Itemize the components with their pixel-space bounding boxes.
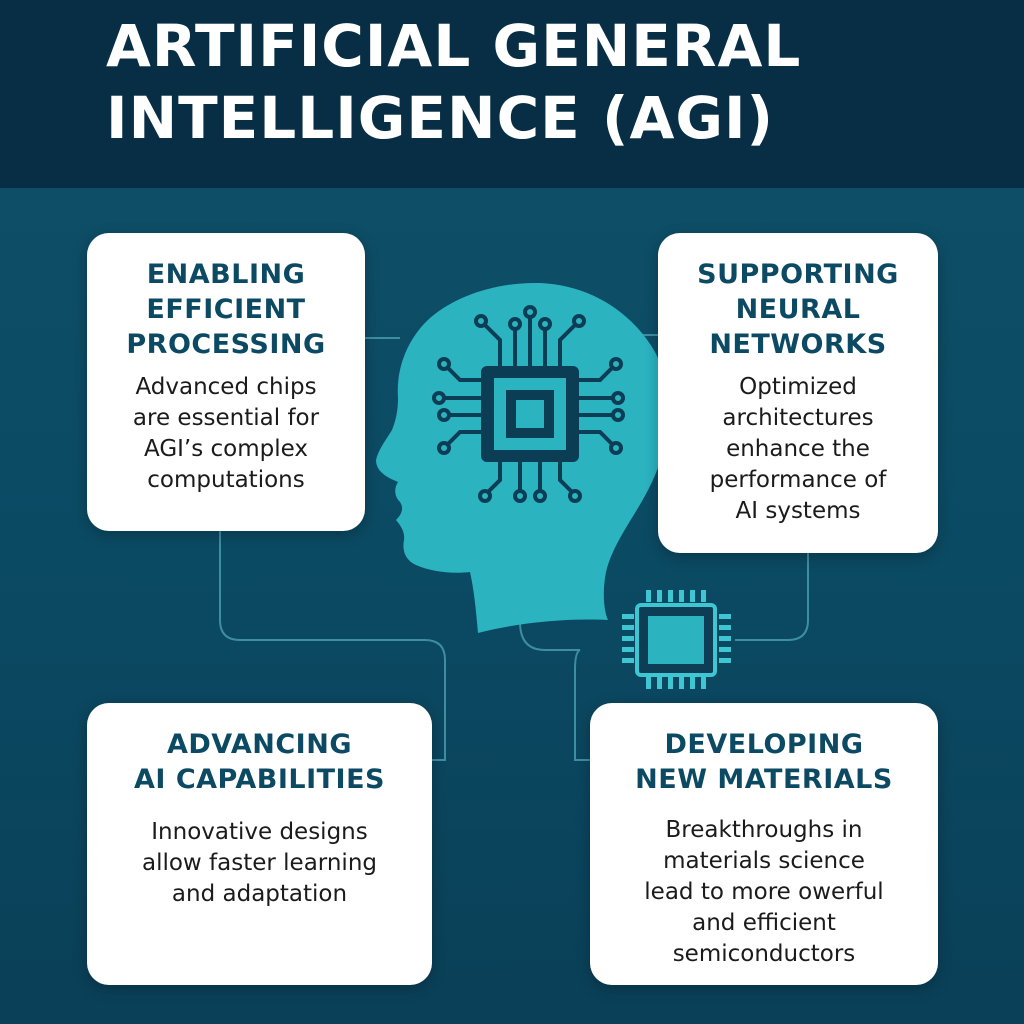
card-text-line: lead to more owerful bbox=[644, 879, 884, 905]
card-description: Optimized architectures enhance the perf… bbox=[658, 372, 938, 527]
card-title: ADVANCING AI CAPABILITIES bbox=[87, 727, 432, 797]
page-title: ARTIFICIAL GENERAL INTELLIGENCE (AGI) bbox=[106, 10, 1006, 154]
connector-right bbox=[735, 553, 809, 641]
card-title: DEVELOPING NEW MATERIALS bbox=[590, 727, 938, 797]
chip-icon bbox=[432, 305, 625, 503]
card-title: ENABLING EFFICIENT PROCESSING bbox=[87, 257, 365, 362]
card-description: Breakthroughs in materials science lead … bbox=[590, 815, 938, 970]
card-text-line: computations bbox=[147, 467, 305, 493]
card-title-line: ENABLING bbox=[146, 259, 306, 290]
card-text-line: Innovative designs bbox=[151, 819, 368, 845]
card-text-line: are essential for bbox=[132, 405, 320, 431]
connector-left bbox=[219, 530, 446, 761]
card-title-line: NETWORKS bbox=[709, 329, 887, 360]
card-description: Advanced chips are essential for AGI’s c… bbox=[87, 372, 365, 496]
card-title-line: AI CAPABILITIES bbox=[134, 764, 385, 795]
small-chip-icon bbox=[622, 590, 731, 689]
card-text-line: Breakthroughs in bbox=[665, 817, 863, 843]
card-title-line: EFFICIENT bbox=[146, 294, 306, 325]
title-line-2: INTELLIGENCE (AGI) bbox=[106, 84, 775, 152]
card-title-line: DEVELOPING bbox=[664, 729, 864, 760]
card-text-line: AI systems bbox=[735, 498, 861, 524]
card-text-line: Advanced chips bbox=[135, 374, 317, 400]
card-text-line: materials science bbox=[663, 848, 865, 874]
card-text-line: enhance the bbox=[726, 436, 870, 462]
card-text-line: performance of bbox=[709, 467, 887, 493]
card-title-line: SUPPORTING bbox=[697, 259, 899, 290]
card-title-line: NEURAL bbox=[735, 294, 861, 325]
card-enabling-efficient-processing: ENABLING EFFICIENT PROCESSING Advanced c… bbox=[87, 233, 365, 531]
card-advancing-ai-capabilities: ADVANCING AI CAPABILITIES Innovative des… bbox=[87, 703, 432, 985]
card-text-line: semiconductors bbox=[672, 941, 856, 967]
card-title-line: PROCESSING bbox=[126, 329, 326, 360]
title-line-1: ARTIFICIAL GENERAL bbox=[106, 12, 802, 80]
card-title-line: ADVANCING bbox=[167, 729, 352, 760]
card-title-line: NEW MATERIALS bbox=[635, 764, 893, 795]
card-title: SUPPORTING NEURAL NETWORKS bbox=[658, 257, 938, 362]
card-text-line: architectures bbox=[722, 405, 874, 431]
card-supporting-neural-networks: SUPPORTING NEURAL NETWORKS Optimized arc… bbox=[658, 233, 938, 553]
card-text-line: allow faster learning bbox=[141, 850, 377, 876]
card-developing-new-materials: DEVELOPING NEW MATERIALS Breakthroughs i… bbox=[590, 703, 938, 985]
connector-center bbox=[519, 621, 590, 761]
card-text-line: and efficient bbox=[692, 910, 836, 936]
card-text-line: and adaptation bbox=[171, 881, 348, 907]
header-bar: ARTIFICIAL GENERAL INTELLIGENCE (AGI) bbox=[0, 0, 1024, 188]
card-text-line: Optimized bbox=[739, 374, 857, 400]
card-description: Innovative designs allow faster learning… bbox=[87, 817, 432, 910]
card-text-line: AGI’s complex bbox=[143, 436, 308, 462]
